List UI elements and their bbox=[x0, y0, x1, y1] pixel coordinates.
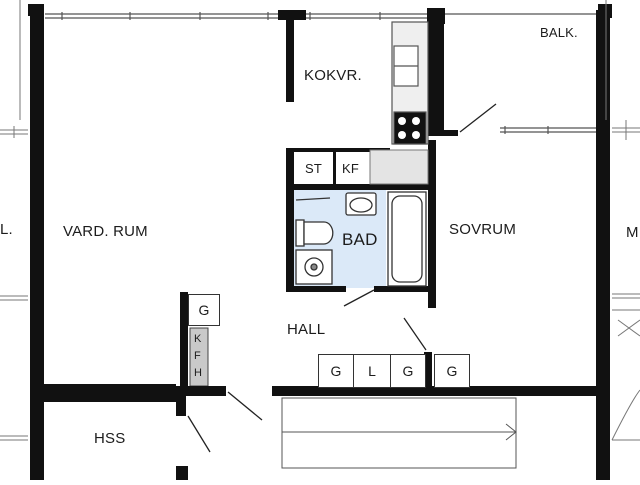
bathroom-fixtures bbox=[295, 191, 427, 287]
exterior-details bbox=[0, 0, 640, 441]
living-room-label: VARD. RUM bbox=[63, 223, 148, 240]
balcony-label: BALK. bbox=[540, 25, 578, 40]
kfh-letter-k: K bbox=[194, 333, 202, 345]
hall-label: HALL bbox=[287, 321, 326, 338]
stove-burners bbox=[398, 117, 420, 139]
neighbor-left-label: L. bbox=[0, 221, 13, 238]
bathroom-label: BAD bbox=[342, 230, 378, 249]
hall-wardrobe-g-3: G bbox=[434, 354, 470, 388]
kitchen-counter bbox=[391, 21, 429, 145]
kitchen-label: KOKVR. bbox=[304, 67, 362, 84]
st-label: ST bbox=[305, 161, 323, 176]
top-windows bbox=[45, 12, 600, 20]
kfh-letter-f: F bbox=[194, 350, 201, 362]
storage-label: HSS bbox=[94, 430, 126, 447]
wardrobe-g-left: G bbox=[188, 294, 220, 326]
hall-wardrobe-g-2: G bbox=[390, 354, 426, 388]
kf-label: KF bbox=[342, 161, 360, 176]
stairwell bbox=[281, 397, 517, 469]
door-swings bbox=[187, 103, 497, 453]
kfh-letter-h: H bbox=[194, 367, 203, 379]
neighbor-right-label: M bbox=[626, 224, 639, 241]
bedroom-label: SOVRUM bbox=[449, 221, 517, 238]
hall-wardrobe-l: L bbox=[353, 354, 391, 388]
walls bbox=[28, 4, 612, 480]
hall-wardrobe-g-1: G bbox=[318, 354, 354, 388]
counter-extension bbox=[369, 149, 429, 185]
balcony-door bbox=[500, 126, 596, 134]
